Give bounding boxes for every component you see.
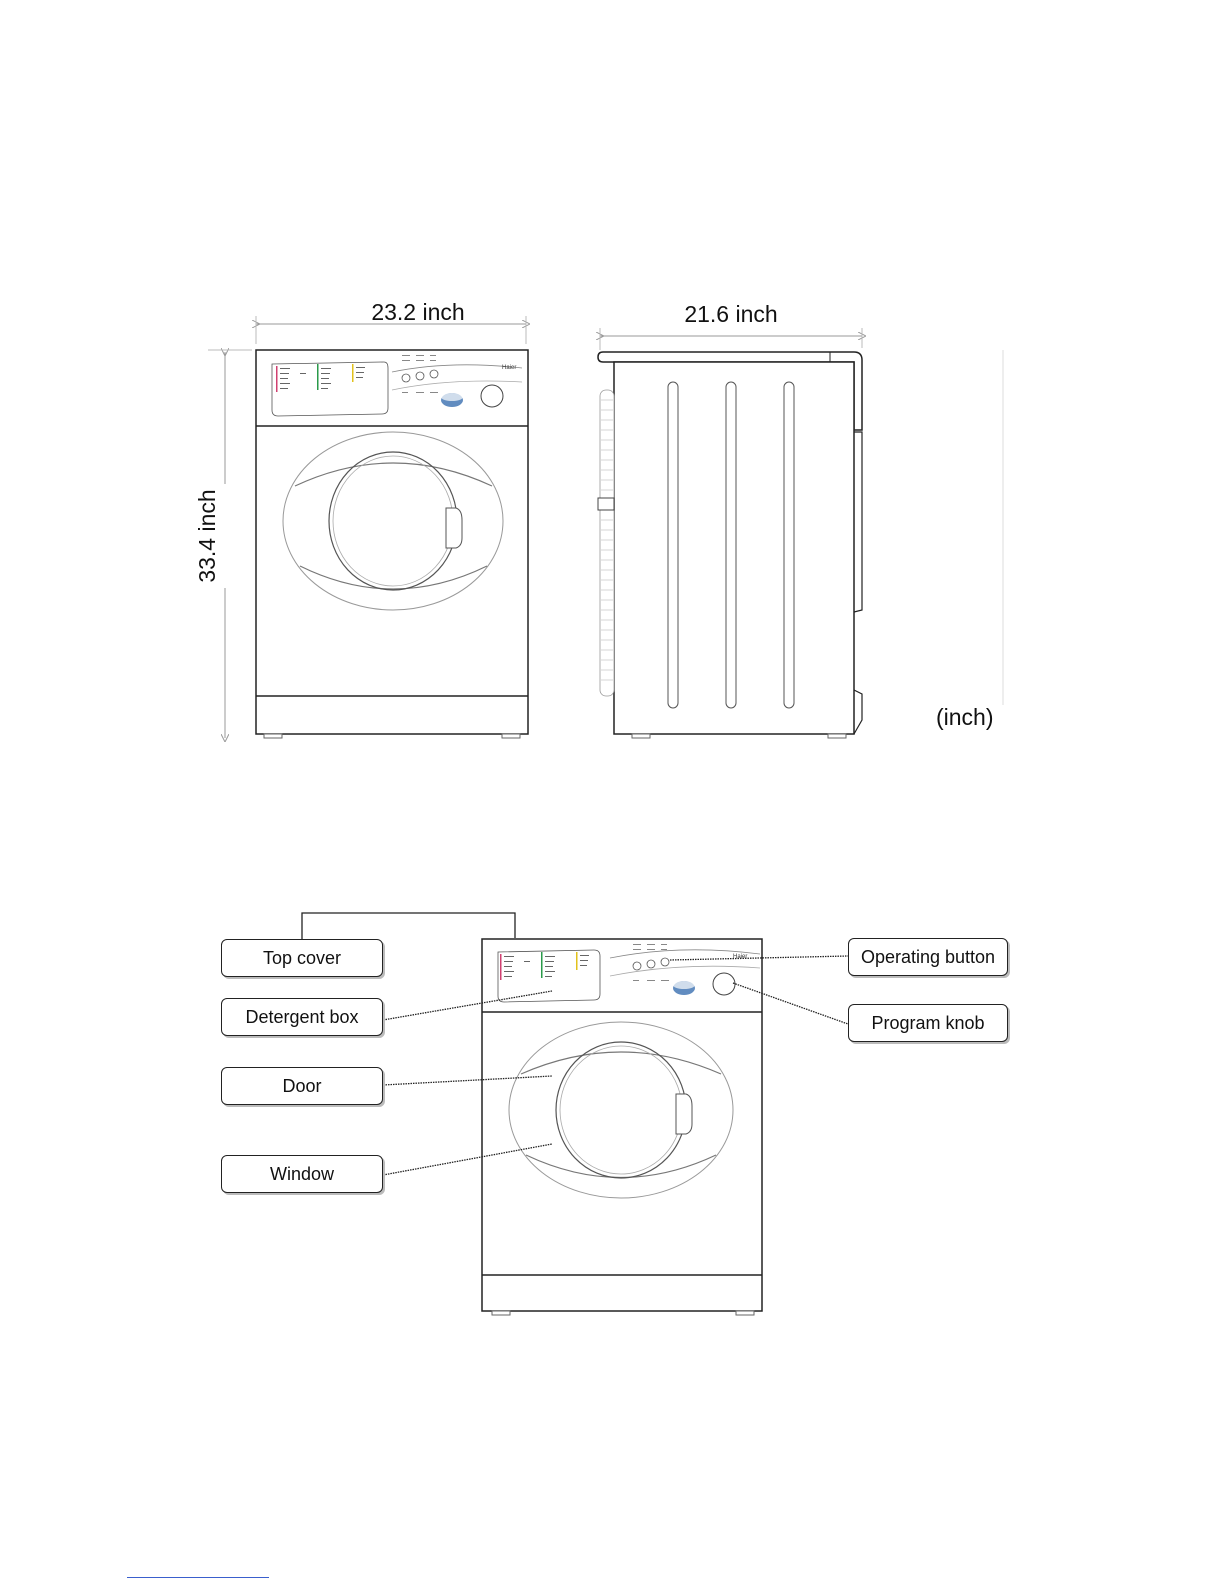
callout-top-cover: Top cover <box>221 939 383 977</box>
front-view-dimensioned: Haier 23.2 inch 33.4 inch <box>194 299 528 738</box>
callout-detergent-box-label: Detergent box <box>245 1007 358 1028</box>
footer-rule <box>127 1577 269 1578</box>
callout-program-knob-label: Program knob <box>871 1013 984 1034</box>
front-view-labeled: Haier <box>302 913 848 1315</box>
callout-window-label: Window <box>270 1164 334 1185</box>
callout-program-knob: Program knob <box>848 1004 1008 1042</box>
side-view-dimensioned: 21.6 inch (inch) <box>598 301 1003 738</box>
unit-note: (inch) <box>936 704 994 730</box>
brand-logo-front: Haier <box>502 365 516 371</box>
height-label: 33.4 inch <box>194 489 220 582</box>
callout-operating-button: Operating button <box>848 938 1008 976</box>
callout-operating-button-label: Operating button <box>861 947 995 968</box>
washer-cabinet-labeled <box>482 939 762 1311</box>
callout-window: Window <box>221 1155 383 1193</box>
callout-top-cover-label: Top cover <box>263 948 341 969</box>
callout-detergent-box: Detergent box <box>221 998 383 1036</box>
program-knob-shape <box>713 973 735 995</box>
washer-cabinet <box>256 350 528 734</box>
width-label: 23.2 inch <box>371 299 464 325</box>
program-knob-front <box>481 385 503 407</box>
door-handle <box>446 508 462 548</box>
depth-label: 21.6 inch <box>684 301 777 327</box>
callout-door-label: Door <box>282 1076 321 1097</box>
callout-door: Door <box>221 1067 383 1105</box>
